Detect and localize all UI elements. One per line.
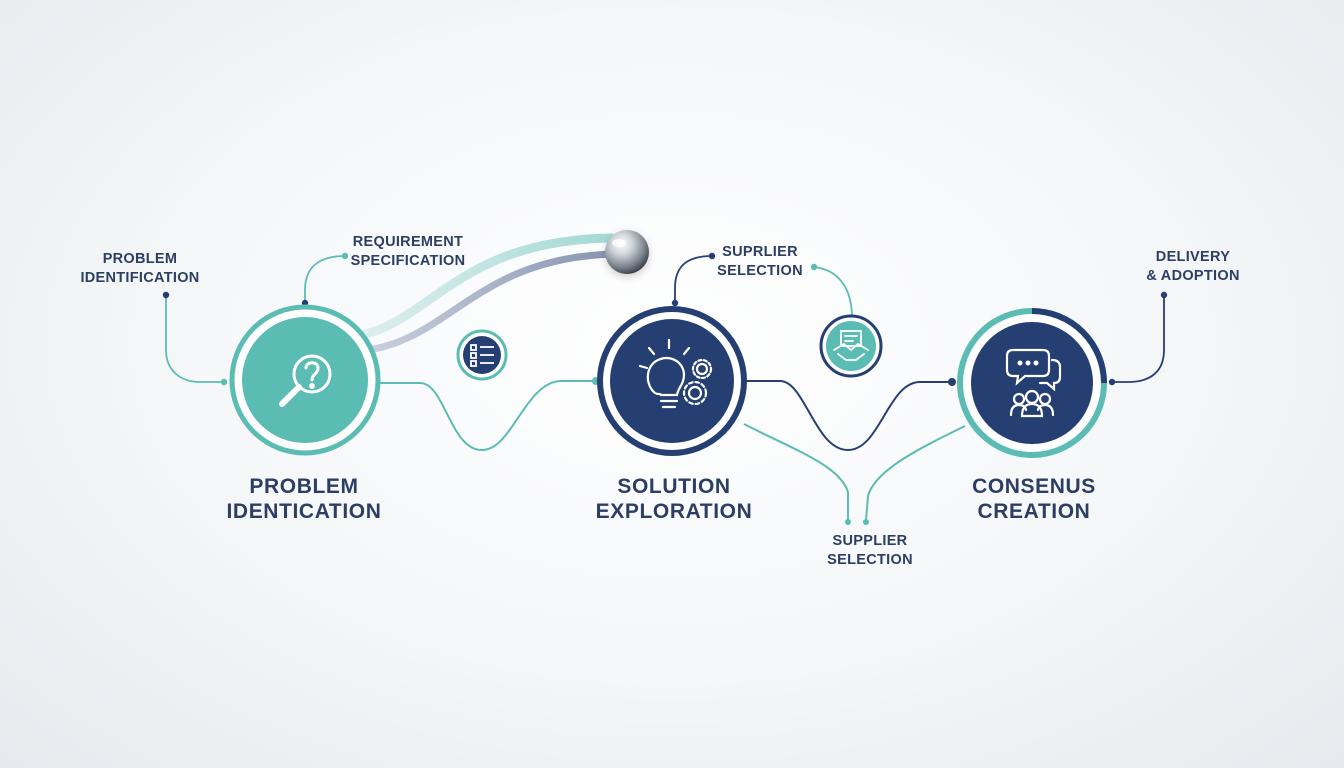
callout-delivery-adoption: DELIVERY & ADOPTION — [1146, 249, 1240, 284]
main-connector-lines — [378, 377, 966, 525]
stage-circle-solution — [597, 306, 747, 456]
callout-supplier-selection-bottom: SUPPLIER SELECTION — [827, 533, 913, 568]
stage-circle-consensus — [957, 308, 1107, 458]
stage-title-consensus: CONSENUS CREATION — [972, 475, 1096, 523]
stage-circle-problem — [229, 304, 381, 456]
ribbon-connector — [340, 233, 618, 356]
lightbulb-gears-icon — [638, 338, 713, 409]
stage-title-problem: PROBLEM IDENTICATION — [226, 475, 382, 523]
callout-leaders — [162, 252, 1168, 386]
callout-problem-identification: PROBLEM IDENTIFICATION — [80, 251, 200, 286]
chat-group-icon — [1005, 348, 1062, 418]
callout-supplier-selection-top: SUPRLIER SELECTION — [717, 244, 803, 279]
handshake-document-icon — [819, 314, 883, 378]
checklist-icon — [456, 329, 508, 381]
stage-title-solution: SOLUTION EXPLORATION — [595, 475, 753, 523]
callout-requirement-specification: REQUIREMENT SPECIFICATION — [350, 234, 466, 269]
metal-ball — [605, 230, 649, 274]
magnifier-question-icon — [279, 354, 332, 407]
